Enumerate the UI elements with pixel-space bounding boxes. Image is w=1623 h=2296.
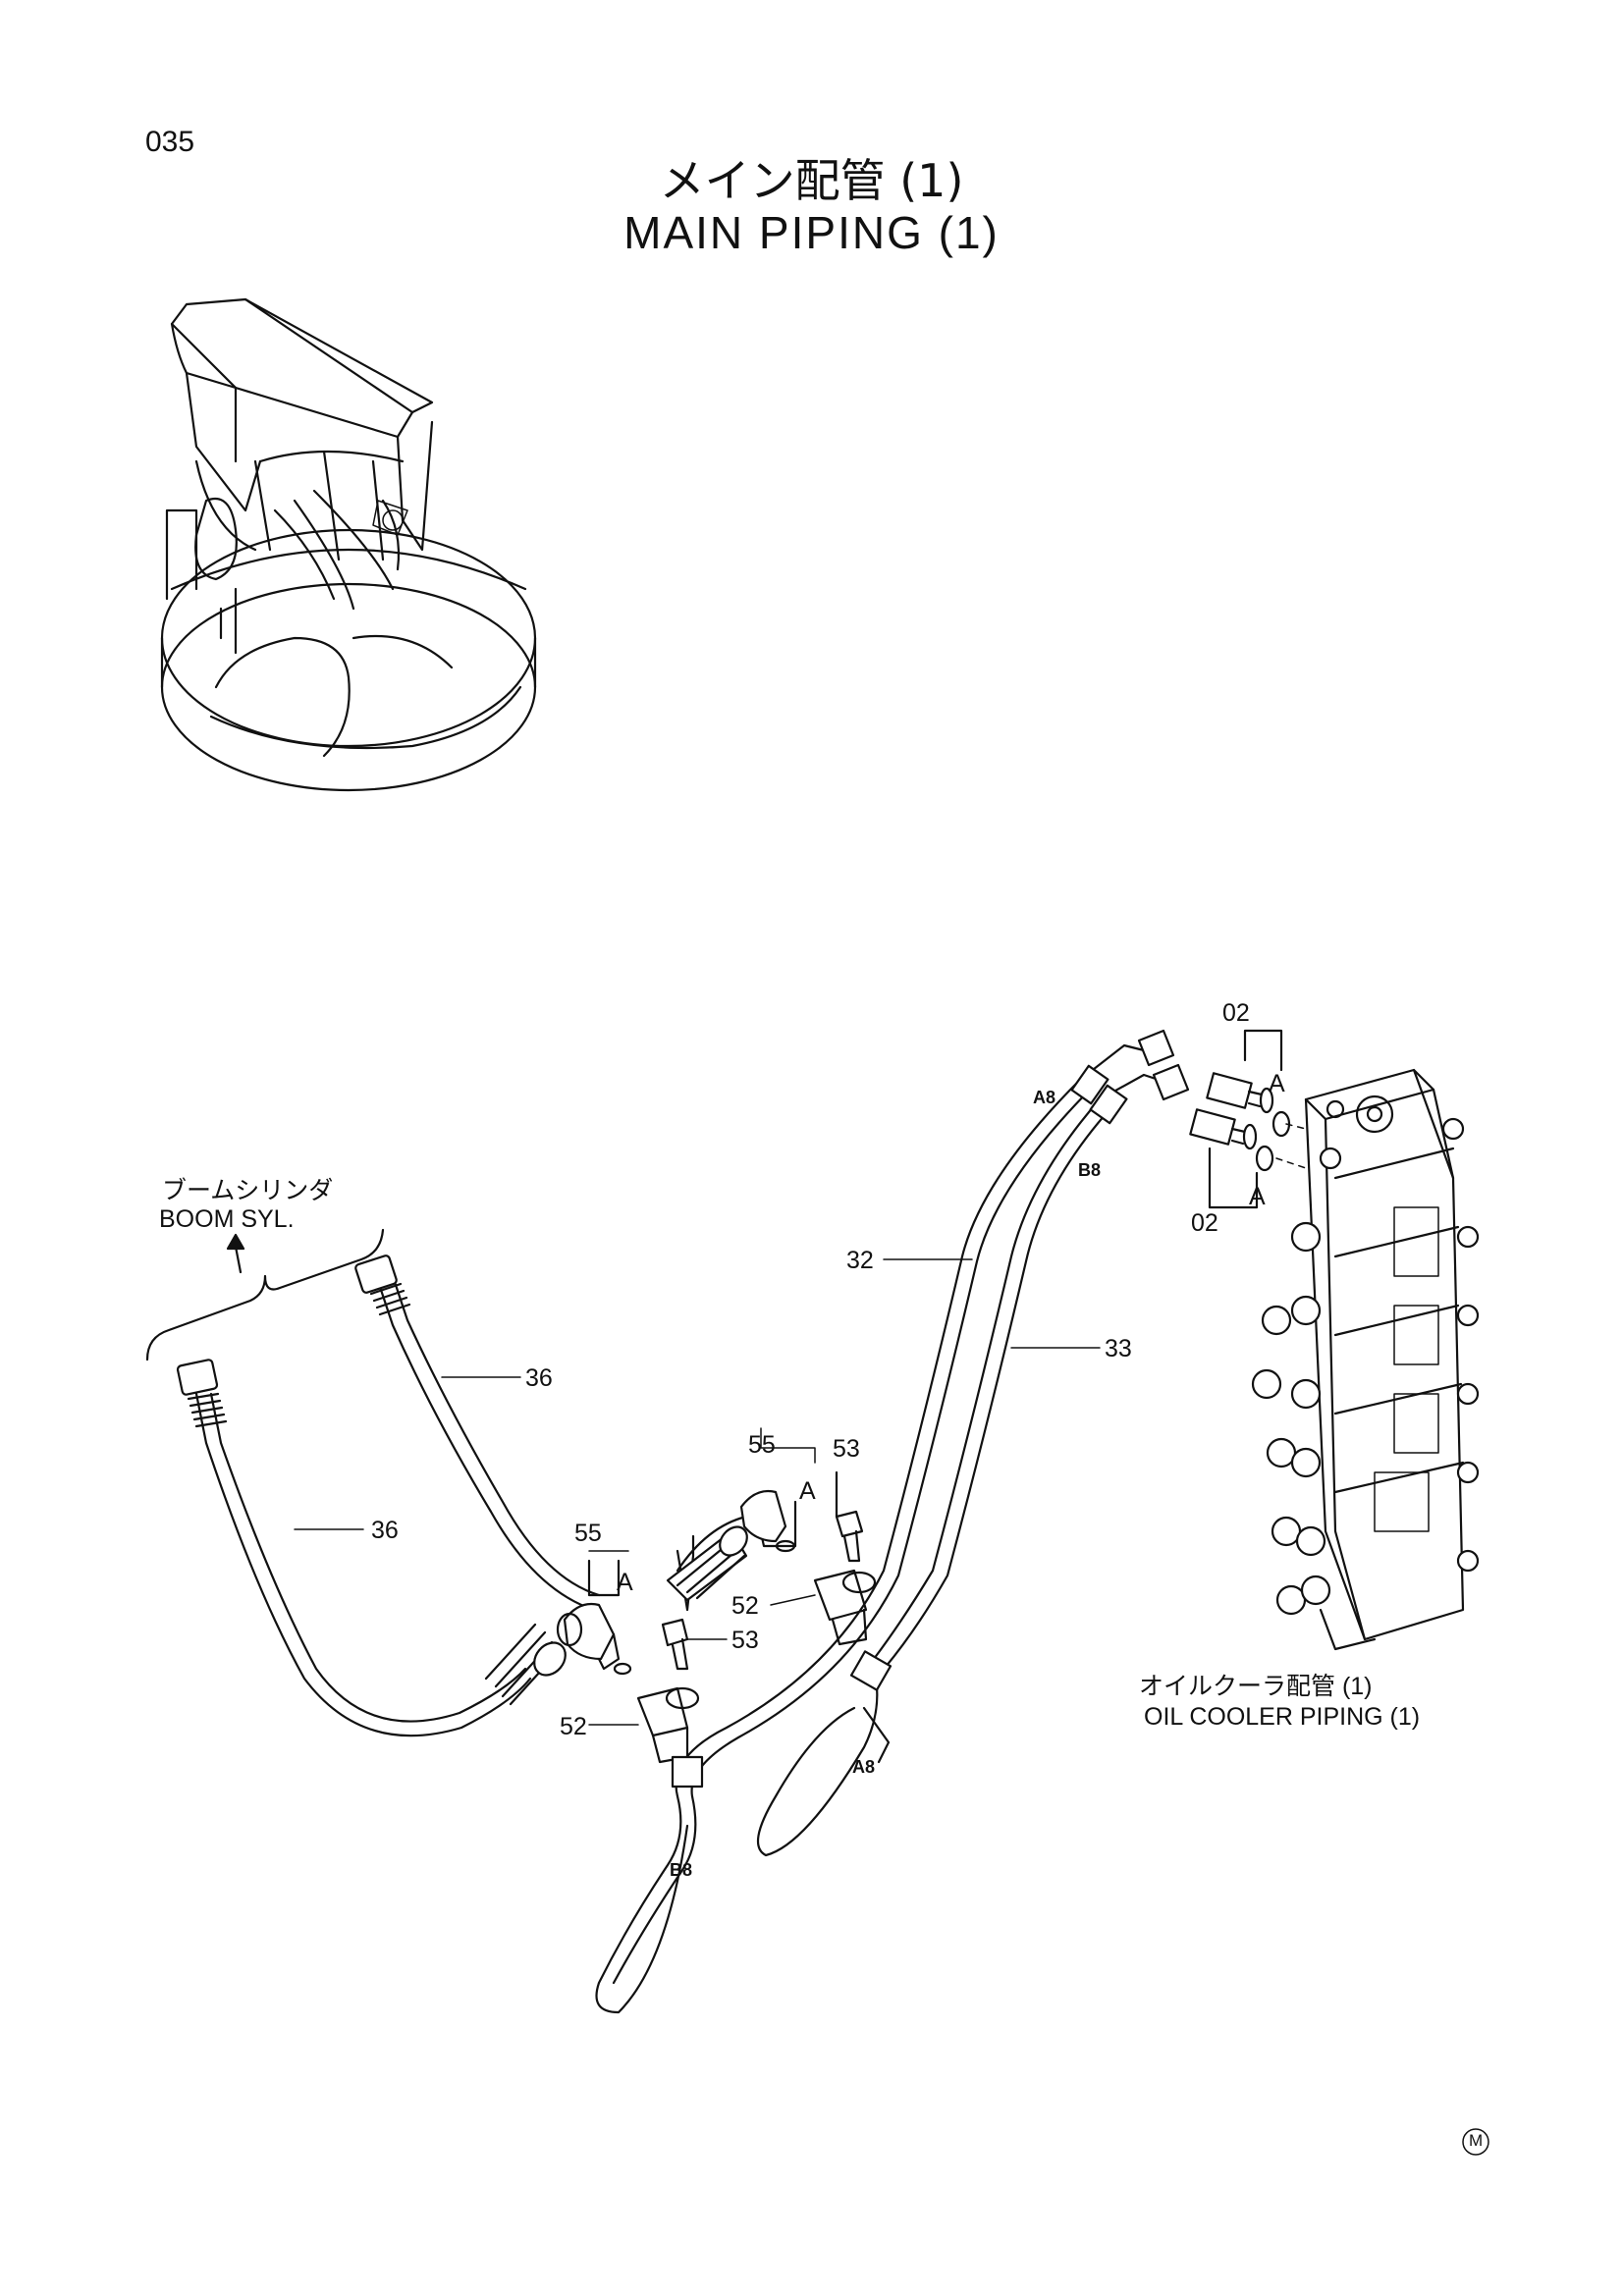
hose-36-left <box>176 1359 567 1737</box>
boom-cylinder-label-jp: ブームシリンダ <box>162 1177 334 1204</box>
callout-55-left: 55 <box>574 1520 602 1547</box>
boom-cylinder-label-en: BOOM SYL. <box>159 1205 295 1233</box>
oil-cooler-label-en: OIL COOLER PIPING (1) <box>1144 1703 1421 1731</box>
callout-a-mid-right: A <box>799 1477 816 1505</box>
callout-a8-top: A8 <box>1033 1088 1056 1107</box>
callout-a-bottom: A <box>1249 1183 1266 1210</box>
excavator-overview-illustration <box>160 297 537 792</box>
pipes-32-33 <box>675 1029 1190 1798</box>
oil-cooler-label-jp: オイルクーラ配管 (1) <box>1139 1673 1373 1700</box>
callout-a8-bottom: A8 <box>852 1757 876 1777</box>
callout-36-left: 36 <box>371 1517 399 1544</box>
callout-33: 33 <box>1105 1335 1132 1362</box>
callout-52-right: 52 <box>731 1592 759 1620</box>
leader-lines <box>294 1258 1101 1726</box>
circled-m-label: M <box>1469 2131 1484 2150</box>
callout-b8-top: B8 <box>1078 1160 1102 1180</box>
page-number: 035 <box>145 126 195 158</box>
callout-32: 32 <box>846 1247 874 1274</box>
fittings-right-group <box>739 1470 877 1646</box>
callout-02-top: 02 <box>1222 999 1250 1027</box>
callout-a-top: A <box>1269 1070 1285 1097</box>
callout-02-bottom: 02 <box>1191 1209 1218 1237</box>
callout-36-right: 36 <box>525 1364 553 1392</box>
callout-a-mid-left: A <box>617 1569 633 1596</box>
callout-53-left: 53 <box>731 1627 759 1654</box>
callout-b8-bottom: B8 <box>670 1860 693 1880</box>
connector-fittings-02 <box>1189 1029 1307 1209</box>
page-title-english: MAIN PIPING (1) <box>623 207 1000 258</box>
loop-pipes-bottom <box>595 1650 893 2014</box>
callout-52-left: 52 <box>560 1713 587 1740</box>
callout-53-right: 53 <box>833 1435 860 1463</box>
circled-m-mark <box>1462 2128 1489 2156</box>
hose-36-right <box>354 1255 601 1612</box>
fittings-left-group <box>556 1515 748 1764</box>
page-title-japanese: メイン配管 (1) <box>659 154 964 207</box>
control-valve-block <box>1251 1068 1480 1651</box>
callout-55-right: 55 <box>748 1431 776 1459</box>
boom-cylinder-bracket <box>145 1228 385 1362</box>
